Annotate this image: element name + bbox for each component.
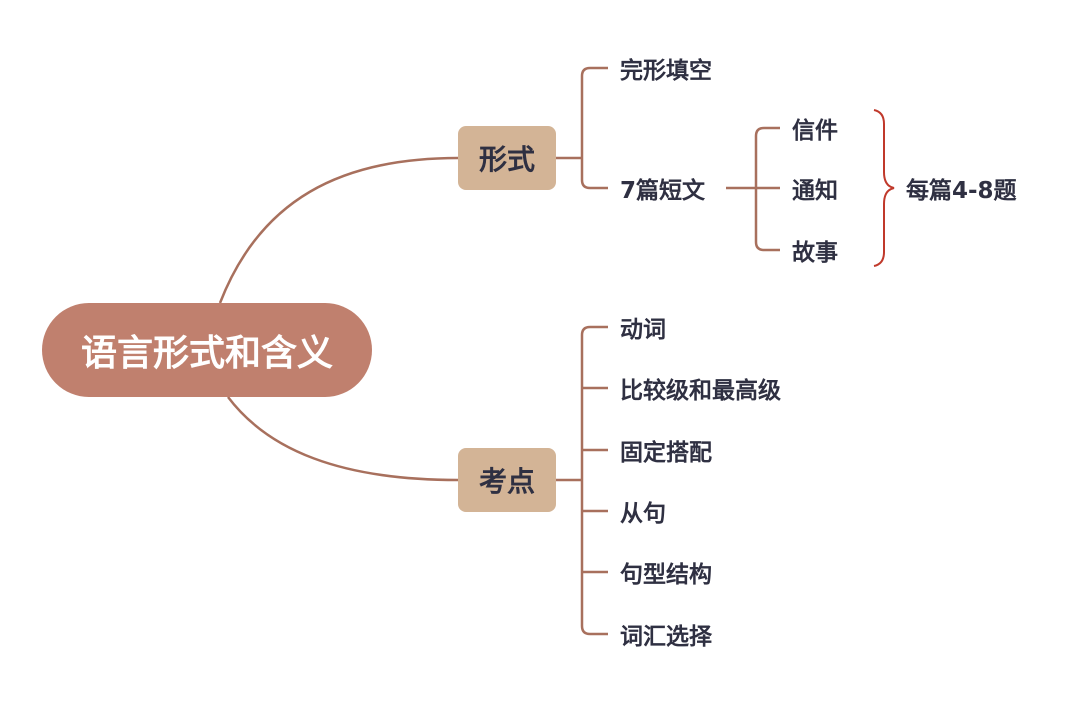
form-item-cloze[interactable]: 完形填空 [620, 51, 712, 85]
link-root-points [227, 396, 459, 482]
branch-form[interactable]: 形式 [458, 126, 556, 190]
point-item-label: 从句 [620, 501, 666, 527]
point-item-comparatives[interactable]: 比较级和最高级 [620, 371, 781, 405]
link-form-bracket [580, 66, 608, 190]
point-item-label: 句型结构 [620, 562, 712, 588]
point-item-label: 比较级和最高级 [620, 378, 781, 404]
root-label: 语言形式和含义 [80, 333, 333, 374]
point-item-sentence-structure[interactable]: 句型结构 [620, 555, 712, 589]
summary-per-passage[interactable]: 每篇4-8题 [906, 171, 1017, 205]
branch-points[interactable]: 考点 [458, 448, 556, 512]
form-item-label: 完形填空 [620, 58, 712, 84]
passage-item-notice[interactable]: 通知 [792, 171, 838, 205]
point-item-label: 固定搭配 [620, 440, 712, 466]
root-node[interactable]: 语言形式和含义 [42, 303, 372, 397]
point-item-clauses[interactable]: 从句 [620, 494, 666, 528]
link-points-bracket [580, 325, 608, 636]
link-root-form [218, 156, 459, 304]
branch-form-label: 形式 [478, 143, 535, 176]
passage-item-label: 通知 [792, 178, 838, 204]
point-item-vocabulary[interactable]: 词汇选择 [620, 617, 712, 651]
summary-brace [873, 109, 895, 267]
point-item-label: 词汇选择 [620, 624, 712, 650]
point-item-label: 动词 [620, 317, 666, 343]
passage-item-label: 故事 [792, 240, 838, 266]
point-item-verbs[interactable]: 动词 [620, 310, 666, 344]
branch-points-label: 考点 [478, 465, 535, 498]
summary-label: 每篇4-8题 [906, 178, 1017, 204]
form-item-label: 7篇短文 [620, 178, 706, 204]
passage-item-label: 信件 [792, 118, 838, 144]
form-item-passages[interactable]: 7篇短文 [620, 171, 705, 205]
point-item-collocations[interactable]: 固定搭配 [620, 433, 712, 467]
passage-item-story[interactable]: 故事 [792, 233, 838, 267]
passage-item-letter[interactable]: 信件 [792, 111, 838, 145]
